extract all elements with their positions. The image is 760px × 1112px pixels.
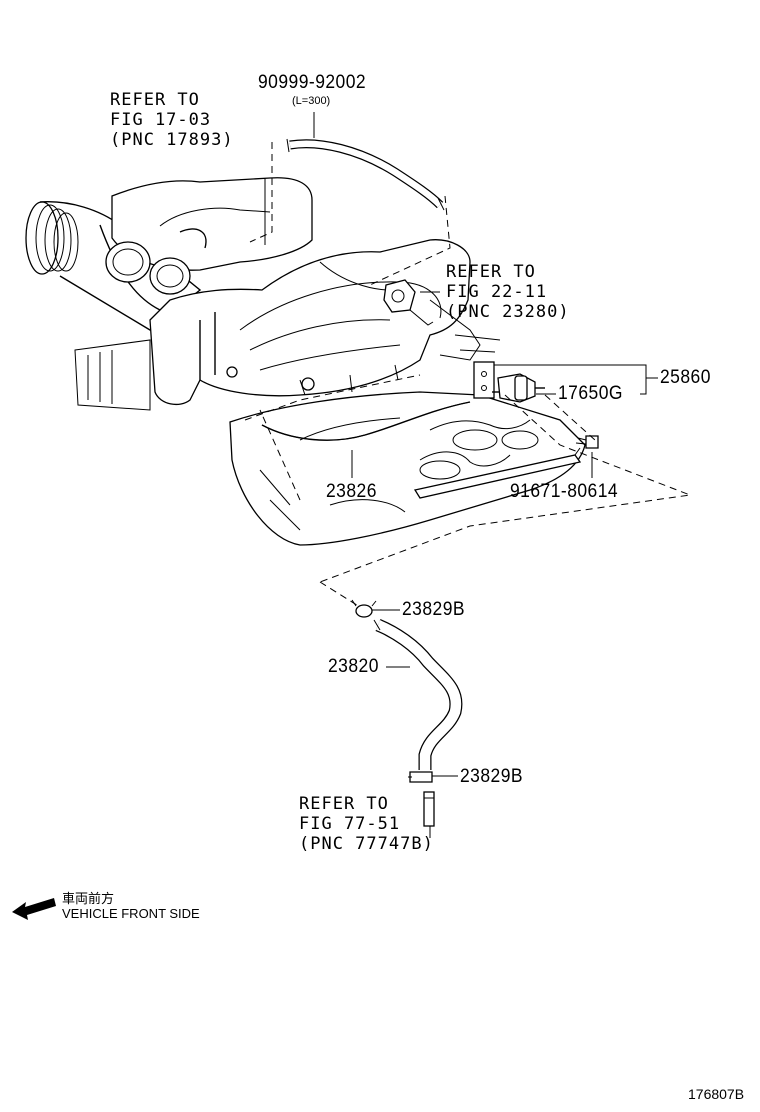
throttle-sensor — [383, 279, 434, 326]
vsv-assembly — [473, 361, 545, 403]
hose-top-shape — [286, 138, 445, 211]
label-hose-lower: 23820 — [328, 656, 379, 677]
bolt — [575, 435, 599, 449]
lower-manifold — [229, 391, 586, 546]
air-cleaner-box — [105, 177, 313, 295]
label-hose-top-length: (L=300) — [292, 95, 331, 107]
ref-throttle: REFER TO FIG 22-11 (PNC 23280) — [446, 262, 570, 322]
figure-id: 176807B — [688, 1086, 745, 1102]
clamp-lower — [408, 771, 433, 783]
label-clamp-lower: 23829B — [460, 766, 524, 787]
fuel-rail — [413, 447, 582, 499]
ref-fuel-tank-line3: (PNC 77747B) — [299, 834, 434, 854]
clamp-upper — [351, 599, 377, 618]
direction-japanese: 車両前方 — [62, 891, 115, 906]
ref-fuel-tank: REFER TO FIG 77-51 (PNC 77747B) — [299, 794, 434, 854]
air-intake-tube — [25, 201, 202, 331]
label-hose-top: 90999-92002 — [258, 72, 367, 93]
label-hose-mid: 23826 — [326, 481, 377, 502]
label-clamp-upper: 23829B — [402, 599, 466, 620]
ref-throttle-line2: FIG 22-11 — [446, 282, 548, 302]
direction-english: VEHICLE FRONT SIDE — [62, 906, 200, 921]
label-bracket-assy: 25860 — [660, 367, 711, 388]
label-bolt: 91671-80614 — [510, 481, 619, 502]
ref-air-cleaner: REFER TO FIG 17-03 (PNC 17893) — [110, 90, 234, 150]
ref-air-cleaner-line1: REFER TO — [110, 90, 200, 110]
ref-air-cleaner-line2: FIG 17-03 — [110, 110, 212, 130]
hose-lower-shape — [373, 618, 463, 770]
ref-fuel-tank-line2: FIG 77-51 — [299, 814, 401, 834]
ref-air-cleaner-line3: (PNC 17893) — [110, 130, 234, 150]
front-arrow-icon — [12, 898, 56, 920]
tank-pipe — [423, 791, 435, 827]
ref-fuel-tank-line1: REFER TO — [299, 794, 389, 814]
ref-throttle-line3: (PNC 23280) — [446, 302, 570, 322]
ref-throttle-line1: REFER TO — [446, 262, 536, 282]
label-vsv: 17650G — [558, 383, 623, 404]
